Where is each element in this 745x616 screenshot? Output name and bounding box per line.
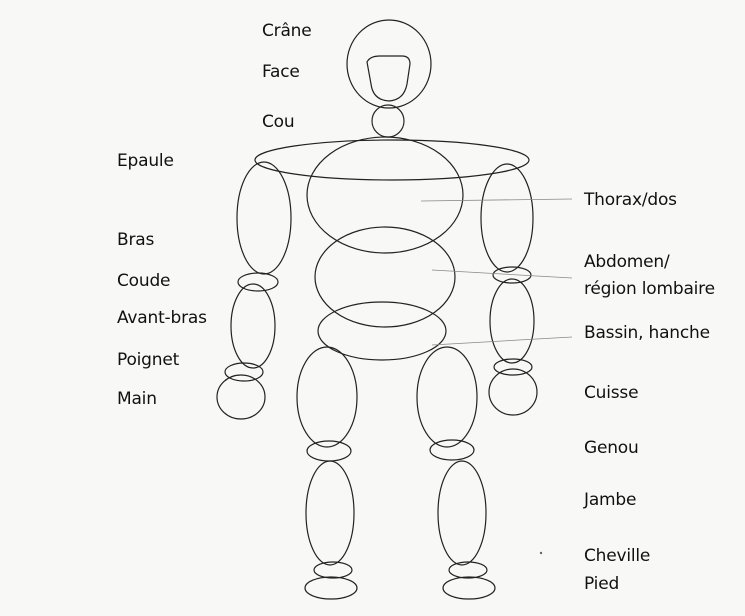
left-knee-shape: [307, 441, 351, 461]
label-thorax: Thorax/dos: [584, 189, 677, 211]
shoulder-shape: [255, 140, 529, 180]
label-crane: Crâne: [262, 20, 312, 42]
left-forearm-shape: [231, 284, 275, 368]
label-cou: Cou: [262, 111, 294, 133]
right-forearm-shape: [490, 279, 534, 363]
label-bras: Bras: [117, 229, 154, 251]
label-cuisse: Cuisse: [584, 382, 638, 404]
left-thigh-shape: [297, 347, 357, 447]
speck-dot: [540, 552, 542, 554]
left-foot-shape: [305, 577, 357, 599]
right-thigh-shape: [417, 347, 477, 447]
right-foot-shape: [443, 577, 495, 599]
label-pied: Pied: [584, 573, 619, 595]
label-main: Main: [117, 388, 157, 410]
thorax-shape: [307, 137, 463, 253]
right-shin-shape: [438, 461, 486, 565]
thorax-leader: [421, 199, 572, 201]
label-genou: Genou: [584, 437, 639, 459]
left-upper-arm-shape: [237, 162, 291, 274]
left-shin-shape: [306, 461, 354, 565]
label-poignet: Poignet: [117, 349, 179, 371]
right-upper-arm-shape: [481, 164, 533, 272]
left-wrist-shape: [225, 363, 263, 381]
label-avant-bras: Avant-bras: [117, 307, 207, 329]
label-jambe: Jambe: [584, 489, 636, 511]
neck-shape: [372, 105, 404, 137]
skull-shape: [347, 20, 431, 108]
label-abdomen-line1: Abdomen/: [584, 251, 670, 273]
face-shape: [367, 56, 410, 101]
label-coude: Coude: [117, 270, 170, 292]
right-ankle-shape: [449, 562, 487, 578]
right-knee-shape: [430, 440, 474, 460]
left-hand-shape: [217, 375, 265, 419]
right-hand-shape: [489, 369, 537, 415]
label-abdomen-line2: région lombaire: [584, 278, 715, 300]
abdomen-shape: [315, 227, 455, 327]
label-cheville: Cheville: [584, 545, 650, 567]
pelvis-shape: [318, 302, 446, 360]
pelvis-leader: [432, 337, 572, 345]
label-face: Face: [262, 61, 300, 83]
label-epaule: Epaule: [117, 150, 174, 172]
label-bassin: Bassin, hanche: [584, 322, 710, 344]
